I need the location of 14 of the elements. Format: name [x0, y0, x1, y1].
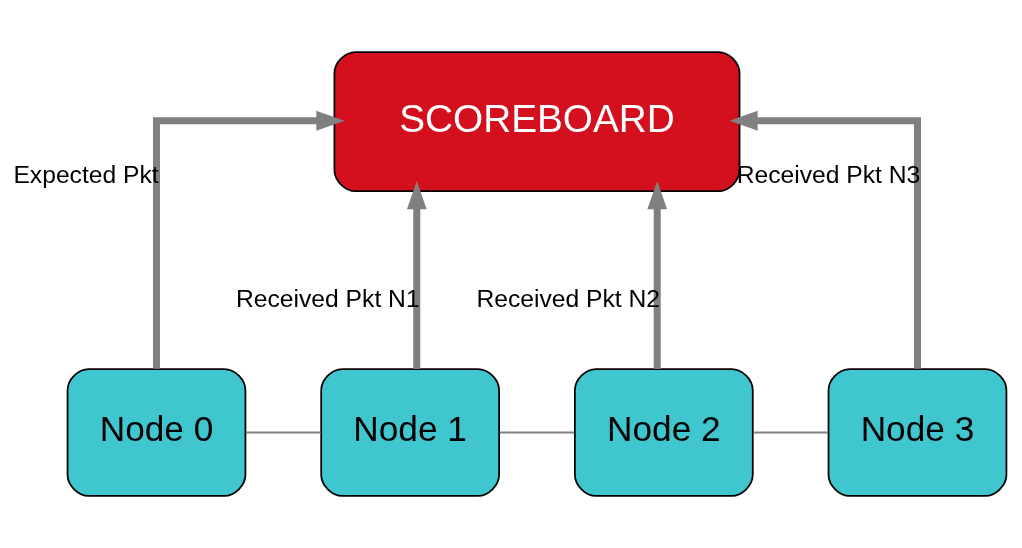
node-box: Node 2	[574, 368, 754, 497]
arrow	[152, 110, 345, 369]
arrow	[647, 181, 668, 369]
node-box: Node 0	[66, 368, 247, 497]
edge-label: Received Pkt N1	[235, 285, 420, 313]
connector	[499, 431, 575, 434]
arrow	[406, 181, 427, 369]
connector	[245, 431, 321, 434]
edge-label: Received Pkt N2	[476, 285, 661, 313]
node-box: Node 1	[320, 368, 500, 497]
connector	[753, 431, 828, 434]
node-box: Node 3	[827, 368, 1008, 497]
arrow	[729, 110, 921, 369]
edge-label: Expected Pkt	[13, 160, 159, 188]
